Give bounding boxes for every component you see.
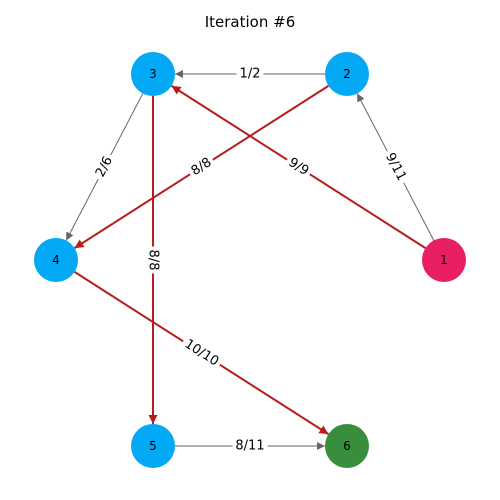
edge-label-background (178, 334, 225, 372)
node-label: 6 (343, 439, 351, 453)
node-2: 2 (325, 52, 369, 96)
edge-labels-layer: 9/11 9/9 1/2 8/8 2/6 8/8 10/10 8/11 (90, 65, 412, 455)
edge-label-2-3: 1/2 (236, 65, 264, 83)
edge-label-background (379, 147, 412, 187)
edge-label-background (236, 65, 264, 83)
edge-label-1-2: 9/11 (379, 147, 412, 187)
edge-label-text: 1/2 (240, 67, 261, 82)
edge-label-1-3: 9/9 (282, 152, 315, 182)
node-6: 6 (325, 424, 369, 468)
edge-label-background (282, 152, 315, 182)
node-circle (131, 52, 175, 96)
edge-label-3-5: 8/8 (144, 246, 162, 274)
edge-label-text: 10/10 (182, 337, 222, 370)
node-5: 5 (131, 424, 175, 468)
node-circle (34, 238, 78, 282)
edge-label-2-4: 8/8 (185, 152, 218, 182)
node-label: 3 (149, 67, 157, 81)
node-1: 1 (422, 238, 466, 282)
node-3: 3 (131, 52, 175, 96)
edge-label-background (144, 246, 162, 274)
node-circle (131, 424, 175, 468)
node-label: 2 (343, 67, 351, 81)
edge-label-background (232, 437, 268, 455)
node-label: 5 (149, 439, 157, 453)
edge-label-background (90, 151, 119, 183)
edge-label-background (185, 152, 218, 182)
node-circle (325, 424, 369, 468)
nodes-layer: 1 2 3 4 5 6 (34, 52, 466, 468)
edge-label-text: 8/8 (146, 250, 161, 271)
edge-label-text: 8/11 (235, 439, 264, 454)
diagram-title: Iteration #6 (205, 13, 296, 31)
node-label: 4 (52, 253, 60, 267)
edges-layer (65, 70, 435, 450)
edge-label-4-6: 10/10 (178, 334, 225, 372)
edge-label-3-4: 2/6 (90, 151, 119, 183)
node-circle (422, 238, 466, 282)
node-circle (325, 52, 369, 96)
node-label: 1 (440, 253, 448, 267)
node-4: 4 (34, 238, 78, 282)
edge-label-5-6: 8/11 (232, 437, 268, 455)
